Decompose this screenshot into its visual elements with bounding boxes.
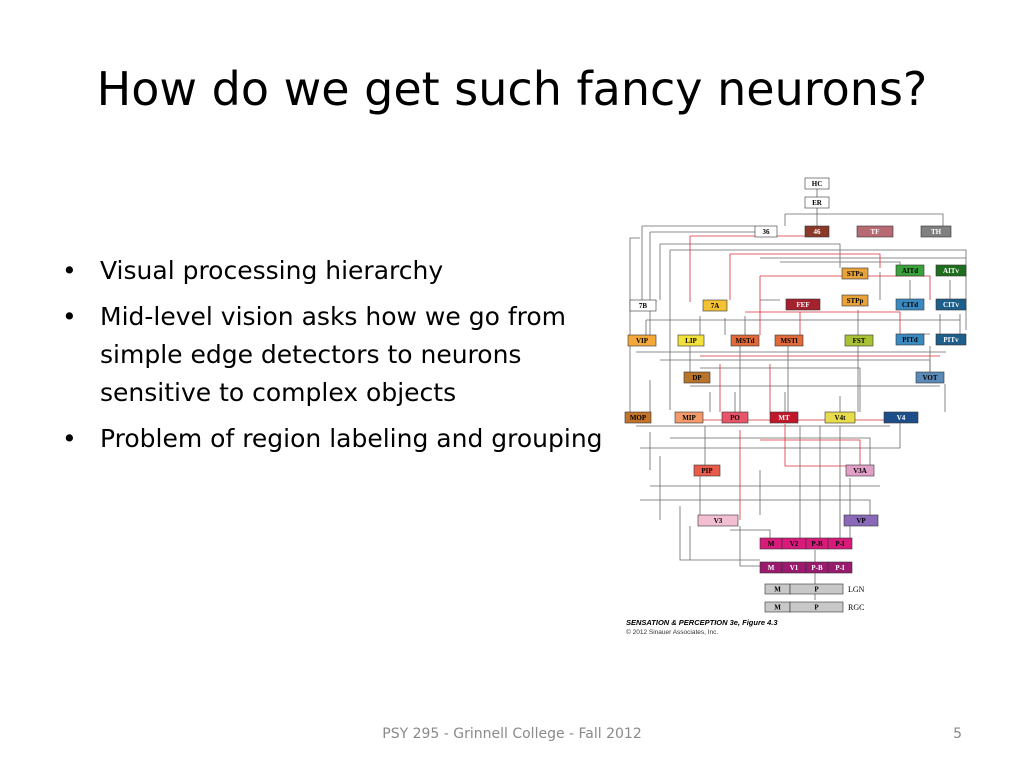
area-label-dp: DP — [692, 374, 702, 382]
area-label-lip: LIP — [685, 337, 697, 345]
area-label-vot: VOT — [922, 374, 937, 382]
area-box-mstl — [774, 334, 804, 347]
figure-copyright: © 2012 Sinauer Associates, Inc. — [626, 628, 718, 636]
area-box-vot — [915, 371, 945, 384]
area-label-stpp: STPp — [847, 297, 864, 305]
area-label-pitv: PITv — [943, 336, 959, 344]
area-label-stpa: STPa — [847, 270, 864, 278]
area-box-pitd — [895, 333, 925, 346]
slide-footer: PSY 295 - Grinnell College - Fall 2012 — [382, 726, 642, 742]
area-label-36: 36 — [763, 228, 771, 236]
area-label-aitv: AITv — [943, 267, 959, 275]
area-box-mstd — [730, 334, 760, 347]
area-box-citv — [935, 298, 967, 311]
area-label-p-i: P-I — [835, 540, 845, 548]
area-box-v4 — [883, 411, 919, 424]
area-label-p: P — [814, 586, 819, 594]
area-box-er — [804, 196, 830, 209]
area-label-v4: V4 — [897, 414, 906, 422]
area-box-p-i — [827, 561, 853, 574]
lgn-label: LGN — [848, 585, 865, 594]
area-box-po — [721, 411, 749, 424]
connection-lines — [629, 188, 967, 600]
area-box-7a — [702, 299, 728, 312]
area-label-hc: HC — [812, 180, 823, 188]
area-box-p — [789, 583, 844, 595]
area-box-v3a — [845, 464, 875, 477]
area-label-citv: CITv — [943, 301, 959, 309]
area-box-36 — [754, 225, 778, 238]
area-box-vp — [843, 514, 879, 527]
area-box-mt — [769, 411, 799, 424]
area-box-tf — [856, 225, 894, 238]
area-label-v3: V3 — [714, 517, 723, 525]
page-number: 5 — [953, 726, 962, 742]
area-label-mip: MIP — [682, 414, 696, 422]
area-label-46: 46 — [814, 228, 822, 236]
rgc-label: RGC — [848, 603, 864, 612]
bullet-list: Visual processing hierarchy Mid-level vi… — [62, 252, 622, 466]
area-label-mstl: MSTl — [780, 337, 797, 345]
area-label-pitd: PITd — [902, 336, 918, 344]
area-box-fst — [844, 334, 874, 347]
area-label-p-i: P-I — [835, 564, 845, 572]
area-label-mt: MT — [778, 414, 790, 422]
area-box-pitv — [935, 333, 967, 346]
bullet-item: Mid-level vision asks how we go from sim… — [62, 298, 622, 412]
area-label-aitd: AITd — [902, 267, 918, 275]
area-label-m: M — [774, 604, 781, 612]
area-label-tf: TF — [871, 228, 880, 236]
area-label-v1: V1 — [790, 564, 799, 572]
area-box-aitd — [895, 264, 925, 277]
area-label-v3a: V3A — [853, 467, 867, 475]
area-box-citd — [895, 298, 925, 311]
area-box-stpp — [841, 294, 869, 307]
area-label-er: ER — [812, 199, 823, 207]
area-box-aitv — [935, 264, 967, 277]
area-box-v3 — [697, 514, 739, 527]
area-box-th — [920, 225, 952, 238]
area-label-fef: FEF — [796, 301, 809, 309]
area-box-stpa — [841, 267, 869, 280]
area-label-m: M — [768, 540, 775, 548]
area-box-vip — [627, 334, 657, 347]
area-label-pip: PIP — [701, 467, 713, 475]
area-label-m: M — [774, 586, 781, 594]
area-label-fst: FST — [853, 337, 866, 345]
area-label-mop: MOP — [630, 414, 647, 422]
area-label-vip: VIP — [636, 337, 649, 345]
area-box-dp — [683, 371, 711, 384]
figure-caption: SENSATION & PERCEPTION 3e, Figure 4.3 — [626, 618, 778, 627]
area-label-v4t: V4t — [835, 414, 847, 422]
area-box-7b — [629, 299, 657, 312]
area-box-mop — [624, 411, 652, 424]
area-label-p-b: P-B — [811, 540, 823, 548]
area-label-7b: 7B — [639, 302, 648, 310]
area-label-p: P — [814, 604, 819, 612]
area-label-7a: 7A — [711, 302, 720, 310]
area-label-vp: VP — [856, 517, 866, 525]
area-box-fef — [785, 298, 821, 311]
area-box-mip — [674, 411, 704, 424]
area-box-p — [789, 601, 844, 613]
slide-title: How do we get such fancy neurons? — [96, 62, 928, 116]
area-label-th: TH — [931, 228, 942, 236]
area-label-v2: V2 — [790, 540, 799, 548]
area-label-p-b: P-B — [811, 564, 823, 572]
area-box-46 — [804, 225, 830, 238]
area-box-lip — [677, 334, 705, 347]
area-box-p-i — [827, 537, 853, 550]
area-label-citd: CITd — [902, 301, 918, 309]
area-box-v4t — [824, 411, 856, 424]
bullet-item: Problem of region labeling and grouping — [62, 420, 622, 458]
area-box-hc — [804, 177, 830, 190]
area-label-mstd: MSTd — [735, 337, 754, 345]
area-box-pip — [693, 464, 721, 477]
area-label-po: PO — [730, 414, 740, 422]
area-label-m: M — [768, 564, 775, 572]
bullet-item: Visual processing hierarchy — [62, 252, 622, 290]
